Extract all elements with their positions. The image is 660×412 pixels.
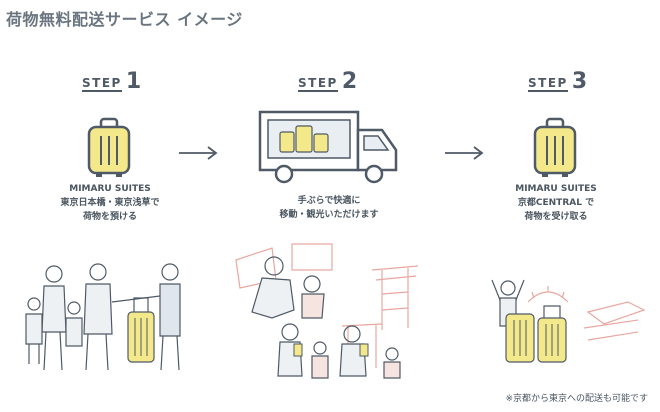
step-2-number: 2 <box>341 69 358 94</box>
step-3-caption-line: 京都CENTRAL で <box>517 198 595 208</box>
sightseeing-illustration <box>235 243 419 379</box>
step-1-heading: STEP 1 <box>82 69 142 94</box>
luggage-icon <box>87 117 131 177</box>
step-1-caption-line: 東京日本橋・東京浅草で <box>60 198 160 208</box>
step-1-word: STEP <box>82 76 122 92</box>
step-3-caption-line: MIMARU SUITES <box>515 184 597 194</box>
footnote: ※京都から東京への配送も可能です <box>505 394 648 404</box>
luggage-icon <box>533 117 577 177</box>
step-3-word: STEP <box>528 76 568 92</box>
step-3-caption: MIMARU SUITES 京都CENTRAL で 荷物を受け取る <box>486 182 626 224</box>
step-2-caption-line: 手ぶらで快適に <box>297 196 361 206</box>
arrow-right-icon <box>179 146 218 160</box>
step-1-caption-line: 荷物を預ける <box>82 212 137 222</box>
step-2-caption: 手ぶらで快適に 移動・観光いただけます <box>258 194 400 222</box>
step-1-number: 1 <box>125 69 142 94</box>
step-2-caption-line: 移動・観光いただけます <box>279 210 379 220</box>
step-3-number: 3 <box>571 69 588 94</box>
step-1-caption-line: MIMARU SUITES <box>69 184 151 194</box>
luggage-arrival-illustration <box>491 279 646 363</box>
step-3-caption-line: 荷物を受け取る <box>524 212 588 222</box>
step-2-heading: STEP 2 <box>298 69 358 94</box>
step-3-heading: STEP 3 <box>528 69 588 94</box>
step-1-caption: MIMARU SUITES 東京日本橋・東京浅草で 荷物を預ける <box>40 182 180 224</box>
step-2-word: STEP <box>298 76 338 92</box>
page-title: 荷物無料配送サービス イメージ <box>6 10 243 29</box>
arrow-right-icon <box>445 146 484 160</box>
delivery-truck-icon <box>258 110 398 184</box>
travelers-dropoff-illustration <box>25 263 181 371</box>
